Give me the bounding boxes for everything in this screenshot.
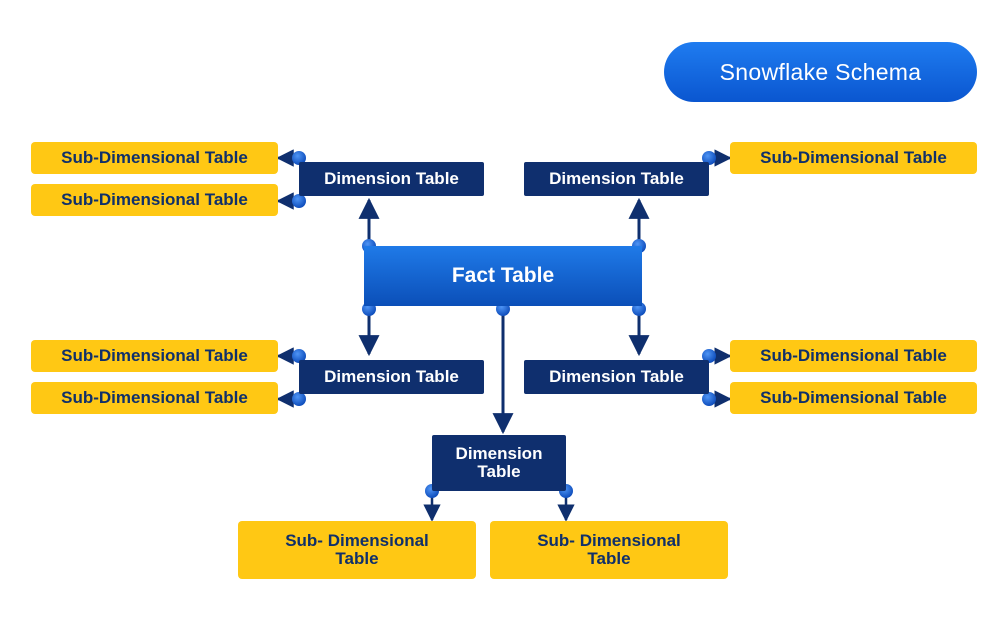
sub-dimensional-table-tl-1: Sub-Dimensional Table xyxy=(31,142,278,174)
dimension-table-bottom: Dimension Table xyxy=(432,435,566,491)
sub-dimensional-table-bottom-1-line1: Sub- Dimensional xyxy=(285,531,429,551)
sub-dimensional-table-bottom-2: Sub- Dimensional Table xyxy=(490,521,728,579)
dimension-table-middle-right: Dimension Table xyxy=(524,360,709,394)
dimension-table-bottom-line1: Dimension xyxy=(455,444,543,464)
diagram-title: Snowflake Schema xyxy=(664,42,977,102)
sub-dimensional-table-bottom-1-line2: Table xyxy=(335,549,379,568)
connector-dots xyxy=(292,151,716,498)
sub-dimensional-table-mr-1: Sub-Dimensional Table xyxy=(730,340,977,372)
sub-dimensional-table-bottom-2-line2: Table xyxy=(587,549,631,568)
sub-dimensional-table-bottom-2-line1: Sub- Dimensional xyxy=(537,531,681,551)
sub-dimensional-table-tl-2: Sub-Dimensional Table xyxy=(31,184,278,216)
sub-dimensional-table-ml-1: Sub-Dimensional Table xyxy=(31,340,278,372)
dimension-table-middle-left: Dimension Table xyxy=(299,360,484,394)
dimension-table-top-left: Dimension Table xyxy=(299,162,484,196)
sub-dimensional-table-bottom-1: Sub- Dimensional Table xyxy=(238,521,476,579)
sub-dimensional-table-ml-2: Sub-Dimensional Table xyxy=(31,382,278,414)
sub-dimensional-table-tr-1: Sub-Dimensional Table xyxy=(730,142,977,174)
fact-table: Fact Table xyxy=(364,246,642,306)
sub-dimensional-table-mr-2: Sub-Dimensional Table xyxy=(730,382,977,414)
dimension-table-top-right: Dimension Table xyxy=(524,162,709,196)
dimension-table-bottom-line2: Table xyxy=(477,462,521,481)
